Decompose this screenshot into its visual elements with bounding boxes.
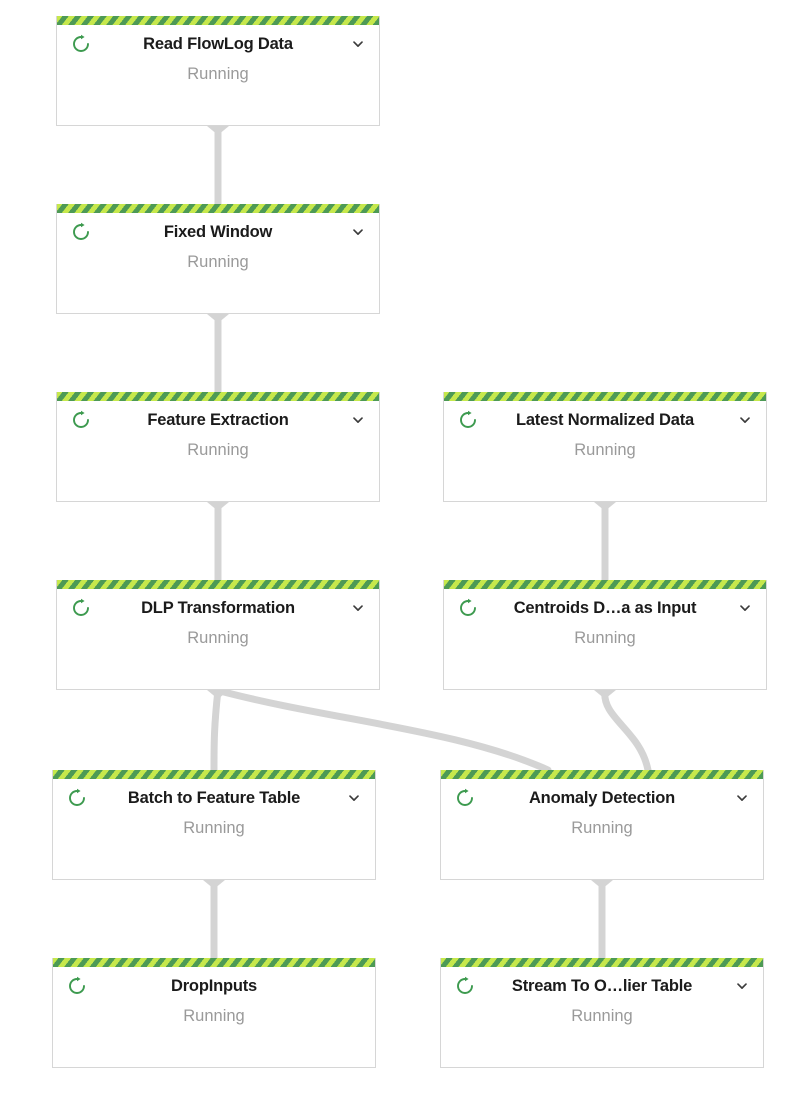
node-status-stripe xyxy=(57,392,379,401)
running-refresh-icon xyxy=(71,410,91,430)
node-status-stripe xyxy=(53,770,375,779)
chevron-down-icon[interactable] xyxy=(351,37,365,51)
node-status-label: Running xyxy=(571,819,633,837)
node-status-stripe xyxy=(441,958,763,967)
node-status-label: Running xyxy=(183,819,245,837)
chevron-down-icon[interactable] xyxy=(351,413,365,427)
node-body: Batch to Feature Table Running xyxy=(53,779,375,879)
running-refresh-icon xyxy=(458,410,478,430)
chevron-down-icon[interactable] xyxy=(351,225,365,239)
running-refresh-icon xyxy=(67,976,87,996)
pipeline-node-centroids-data-as-input[interactable]: Centroids D…a as Input Running xyxy=(443,580,767,690)
node-status-stripe xyxy=(57,204,379,213)
node-status-stripe xyxy=(53,958,375,967)
node-status-label: Running xyxy=(183,1007,245,1025)
node-title-row: Feature Extraction xyxy=(57,401,379,439)
node-body: Read FlowLog Data Running xyxy=(57,25,379,125)
node-status-label: Running xyxy=(571,1007,633,1025)
node-status-label: Running xyxy=(187,253,249,271)
running-refresh-icon xyxy=(71,222,91,242)
node-body: DropInputs Running xyxy=(53,967,375,1067)
pipeline-node-fixed-window[interactable]: Fixed Window Running xyxy=(56,204,380,314)
running-refresh-icon xyxy=(67,788,87,808)
node-title: Stream To O…lier Table xyxy=(511,976,693,995)
node-status-stripe xyxy=(441,770,763,779)
arrow-dropinputs xyxy=(203,880,225,889)
node-title: Centroids D…a as Input xyxy=(513,598,697,617)
chevron-down-icon[interactable] xyxy=(347,791,361,805)
node-body: Latest Normalized Data Running xyxy=(444,401,766,501)
running-refresh-icon xyxy=(458,598,478,618)
pipeline-node-dropinputs[interactable]: DropInputs Running xyxy=(52,958,376,1068)
node-title: DLP Transformation xyxy=(141,598,295,617)
node-title-row: Latest Normalized Data xyxy=(444,401,766,439)
arrow-batch-and-anomaly-split xyxy=(207,690,229,699)
chevron-down-icon[interactable] xyxy=(738,413,752,427)
node-status-stripe xyxy=(57,580,379,589)
chevron-down-icon[interactable] xyxy=(738,601,752,615)
arrow-stream-to-outlier xyxy=(591,880,613,889)
pipeline-node-latest-normalized-data[interactable]: Latest Normalized Data Running xyxy=(443,392,767,502)
node-title-row: Centroids D…a as Input xyxy=(444,589,766,627)
node-status-stripe xyxy=(444,392,766,401)
pipeline-node-anomaly-detection[interactable]: Anomaly Detection Running xyxy=(440,770,764,880)
node-body: Stream To O…lier Table Running xyxy=(441,967,763,1067)
node-title: Latest Normalized Data xyxy=(515,410,695,429)
node-status-label: Running xyxy=(187,629,249,647)
edge-dlp-transformation__batch-to-feature xyxy=(210,686,222,774)
running-refresh-icon xyxy=(71,34,91,54)
node-status-label: Running xyxy=(187,441,249,459)
node-status-label: Running xyxy=(574,441,636,459)
node-body: Anomaly Detection Running xyxy=(441,779,763,879)
node-title-row: Anomaly Detection xyxy=(441,779,763,817)
arrow-fixed-window xyxy=(207,126,229,135)
node-title: Feature Extraction xyxy=(147,410,289,429)
edge-dlp-transformation__anomaly-detection xyxy=(216,687,552,774)
node-title: Batch to Feature Table xyxy=(127,788,301,807)
running-refresh-icon xyxy=(71,598,91,618)
node-title-row: DLP Transformation xyxy=(57,589,379,627)
node-body: Feature Extraction Running xyxy=(57,401,379,501)
pipeline-node-stream-to-outlier-table[interactable]: Stream To O…lier Table Running xyxy=(440,958,764,1068)
chevron-down-icon[interactable] xyxy=(735,791,749,805)
node-title-row: Batch to Feature Table xyxy=(53,779,375,817)
chevron-down-icon[interactable] xyxy=(351,601,365,615)
node-title: Anomaly Detection xyxy=(528,788,676,807)
running-refresh-icon xyxy=(455,788,475,808)
node-title: DropInputs xyxy=(171,976,257,995)
chevron-down-icon[interactable] xyxy=(735,979,749,993)
pipeline-node-feature-extraction[interactable]: Feature Extraction Running xyxy=(56,392,380,502)
arrow-dlp-transformation xyxy=(207,502,229,511)
arrow-centroids xyxy=(594,502,616,511)
node-status-label: Running xyxy=(574,629,636,647)
node-title-row: DropInputs xyxy=(53,967,375,1005)
node-title-row: Read FlowLog Data xyxy=(57,25,379,63)
arrow-feature-extraction xyxy=(207,314,229,323)
node-title: Fixed Window xyxy=(163,222,273,241)
node-body: Fixed Window Running xyxy=(57,213,379,313)
running-refresh-icon xyxy=(455,976,475,996)
pipeline-node-read-flowlog-data[interactable]: Read FlowLog Data Running xyxy=(56,16,380,126)
edge-centroids__anomaly-detection xyxy=(601,686,652,774)
node-body: DLP Transformation Running xyxy=(57,589,379,689)
node-status-stripe xyxy=(57,16,379,25)
pipeline-node-batch-to-feature-table[interactable]: Batch to Feature Table Running xyxy=(52,770,376,880)
pipeline-node-dlp-transformation[interactable]: DLP Transformation Running xyxy=(56,580,380,690)
node-title-row: Fixed Window xyxy=(57,213,379,251)
node-title: Read FlowLog Data xyxy=(143,34,293,53)
arrow-anomaly-from-centroids xyxy=(594,690,616,699)
node-title-row: Stream To O…lier Table xyxy=(441,967,763,1005)
node-body: Centroids D…a as Input Running xyxy=(444,589,766,689)
node-status-label: Running xyxy=(187,65,249,83)
node-status-stripe xyxy=(444,580,766,589)
